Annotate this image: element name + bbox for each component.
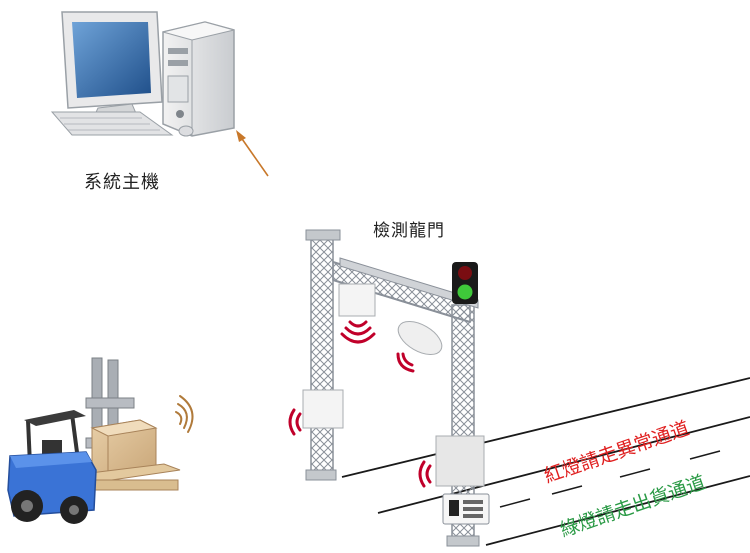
computer-icon [50, 11, 235, 137]
forklift-icon [7, 357, 181, 524]
host-label: 系統主機 [84, 172, 160, 193]
rfid-antenna-left [302, 389, 344, 429]
gate-label: 檢測龍門 [373, 221, 445, 241]
rfid-signal-icon [288, 320, 432, 488]
lane-lines [341, 377, 750, 546]
rfid-antenna-right [435, 435, 485, 487]
rfid-antenna-dish [397, 321, 443, 355]
signal-arrow [236, 130, 269, 177]
wireless-signal-icon [175, 395, 194, 433]
rfid-reader-icon [442, 493, 490, 525]
traffic-light-icon [452, 262, 478, 304]
rfid-antenna-top [338, 283, 376, 317]
